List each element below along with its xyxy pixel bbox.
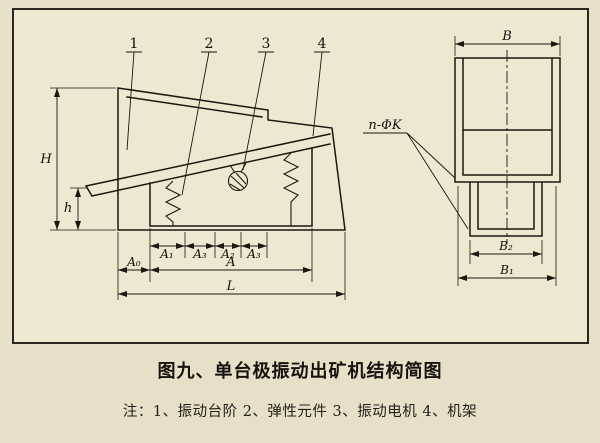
dim-label-h: h — [64, 201, 72, 216]
dim-label-B1: B₁ — [499, 263, 514, 277]
dim-label-B2: B₂ — [498, 239, 513, 253]
dim-label-A3a: A₃ — [192, 247, 207, 261]
extension-lines-left — [50, 87, 116, 231]
side-view-dimensions: H h A₁ A₃ A₂ A₃ A₀ A L — [39, 87, 346, 300]
part-callouts: 1 2 3 4 — [126, 36, 330, 196]
callout-1: 1 — [130, 36, 139, 52]
elastic-element-right — [282, 152, 300, 226]
end-view-outline — [454, 57, 561, 237]
dim-label-B: B — [501, 29, 512, 44]
vibration-motor — [227, 170, 249, 192]
callout-leader-lines — [126, 51, 330, 196]
motor-hatch-and-bracket — [229, 162, 247, 191]
technical-drawing: 1 2 3 4 H h A₁ A₃ A₂ A₃ A₀ A L — [39, 29, 561, 300]
drawing-border-frame — [12, 8, 589, 344]
callout-4: 4 — [318, 36, 327, 52]
side-view-outline — [84, 87, 346, 231]
dim-label-A: A — [225, 255, 235, 270]
side-view — [84, 87, 346, 231]
callout-3: 3 — [262, 36, 271, 52]
dim-label-A3b: A₃ — [246, 247, 261, 261]
figure-note: 注：1、振动台阶 2、弹性元件 3、振动电机 4、机架 — [122, 404, 478, 420]
callout-2: 2 — [205, 36, 214, 52]
holes-leader-lines — [363, 132, 469, 230]
elastic-element-left — [164, 180, 182, 226]
dim-label-H: H — [39, 152, 52, 167]
end-view-dimensions: B B₂ B₁ n-ΦK — [363, 29, 561, 286]
dim-label-L: L — [226, 279, 236, 294]
holes-label: n-ΦK — [368, 118, 402, 133]
figure-title: 图九、单台极振动出矿机结构简图 — [157, 361, 443, 382]
end-view — [454, 50, 561, 244]
dim-label-A2: A₂ — [220, 247, 235, 261]
dim-label-A0: A₀ — [126, 255, 141, 269]
dim-label-A1: A₁ — [159, 247, 173, 261]
